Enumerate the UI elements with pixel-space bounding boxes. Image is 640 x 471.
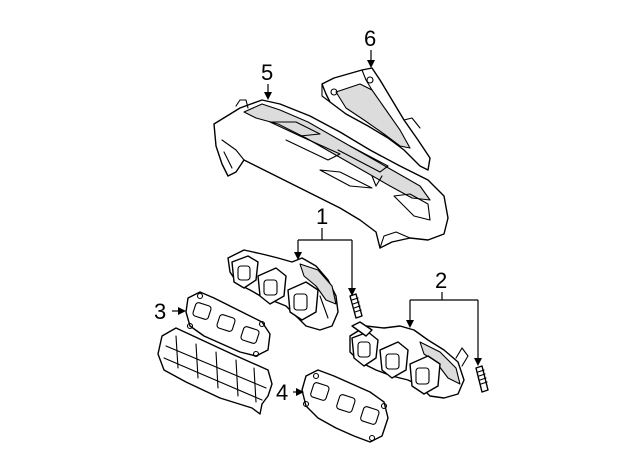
part-2-exhaust-manifold-right <box>349 325 469 399</box>
callout-2: 2 <box>435 268 447 293</box>
part-1-stud <box>349 293 363 319</box>
callout-6: 6 <box>364 26 376 51</box>
part-2-stud <box>475 365 489 393</box>
part-6-bracket <box>321 67 431 171</box>
leader-1 <box>294 228 356 296</box>
part-3-gasket-with-shield <box>157 291 273 415</box>
callout-5: 5 <box>261 60 273 85</box>
part-2-stud-left <box>351 321 373 337</box>
leader-6 <box>367 50 375 68</box>
callout-4: 4 <box>276 380 288 405</box>
leader-3 <box>172 307 186 315</box>
part-1-exhaust-manifold-left <box>227 249 339 331</box>
part-4-gasket <box>301 369 389 443</box>
leader-4 <box>293 388 304 396</box>
leader-2 <box>406 292 482 366</box>
leader-5 <box>264 84 272 100</box>
callout-1: 1 <box>316 204 328 229</box>
callout-3: 3 <box>154 299 166 324</box>
part-5-heat-shield <box>213 99 449 249</box>
